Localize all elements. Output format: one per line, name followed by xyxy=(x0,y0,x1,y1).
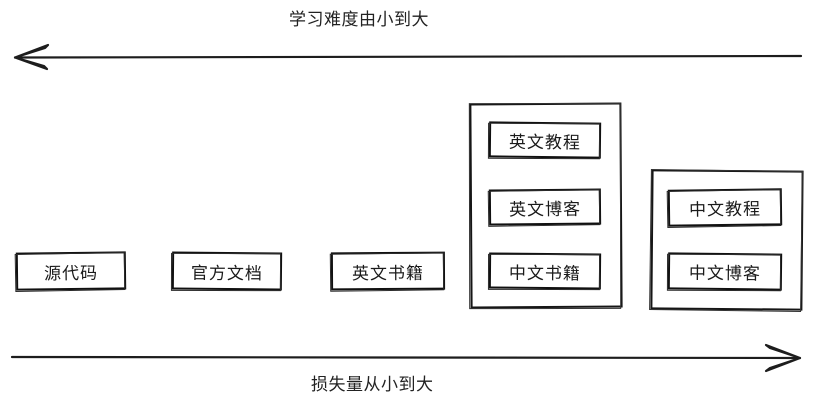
node-chinese-tutorial-label: 中文教程 xyxy=(688,199,762,221)
node-english-blog[interactable]: 英文博客 xyxy=(488,188,602,226)
node-english-tutorial-label: 英文教程 xyxy=(508,132,582,153)
top-axis-label: 学习难度由小到大 xyxy=(289,10,429,30)
node-chinese-blog[interactable]: 中文博客 xyxy=(667,252,783,291)
top-axis-arrow xyxy=(13,43,803,71)
node-chinese-blog-label: 中文博客 xyxy=(688,263,762,285)
node-chinese-tutorial[interactable]: 中文教程 xyxy=(667,188,783,227)
node-english-books-label: 英文书籍 xyxy=(351,263,425,284)
bottom-axis-label: 损失量从小到大 xyxy=(311,375,434,395)
bottom-axis-arrow xyxy=(10,343,802,373)
node-source-code-label: 源代码 xyxy=(43,263,99,284)
node-official-docs[interactable]: 官方文档 xyxy=(171,251,283,291)
node-english-blog-label: 英文博客 xyxy=(508,199,582,220)
node-chinese-books-label: 中文书籍 xyxy=(508,263,582,284)
node-chinese-books[interactable]: 中文书籍 xyxy=(488,252,602,290)
node-english-tutorial[interactable]: 英文教程 xyxy=(488,121,602,159)
node-english-books[interactable]: 英文书籍 xyxy=(330,251,446,291)
node-source-code[interactable]: 源代码 xyxy=(15,251,127,291)
node-official-docs-label: 官方文档 xyxy=(190,263,264,284)
